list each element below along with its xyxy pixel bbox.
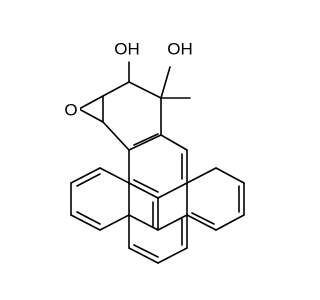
aromatic-ring-e — [128, 214, 188, 264]
aromatic-ring-b — [128, 133, 188, 199]
epoxide-oxygen-label: O — [64, 101, 77, 120]
bond-e2 — [128, 247, 159, 264]
saturated-ring — [102, 81, 162, 151]
bond-to-hydroxyl-right — [160, 66, 171, 99]
aromatic-ring-d — [70, 167, 130, 231]
bond-c5 — [186, 214, 217, 231]
bond-b1-inner — [133, 133, 159, 146]
bond-central-left — [128, 214, 159, 231]
atom-labels: OH OH O — [62, 37, 198, 120]
aromatic-ring-central — [128, 197, 188, 231]
epoxide-ring — [78, 95, 104, 123]
bond-c2 — [215, 167, 245, 184]
bond-central-right — [157, 214, 188, 231]
bond-d2 — [70, 167, 101, 184]
hydroxyl-label-top: OH — [114, 40, 140, 59]
bond-ring-top-right — [128, 81, 162, 99]
bond-c5-inner — [191, 212, 215, 225]
bond-b5-inner — [133, 179, 159, 193]
bond-epoxide-lower — [78, 108, 104, 123]
bond-c4 — [215, 214, 245, 231]
bond-b2 — [160, 134, 188, 151]
bond-b5 — [128, 182, 159, 199]
bond-e3 — [157, 247, 188, 264]
bond-c1 — [186, 167, 217, 184]
bond-ring-bottom-left — [102, 121, 130, 151]
bond-ring-top-left — [102, 81, 130, 97]
molecule-structure: OH OH O — [62, 37, 245, 264]
bond-b4 — [157, 182, 188, 199]
bond-d1 — [99, 167, 130, 184]
bond-epoxide-upper — [78, 95, 104, 110]
bond-b1 — [128, 134, 162, 151]
aromatic-ring-c — [186, 167, 245, 231]
bond-d5 — [99, 214, 130, 231]
hydroxyl-label-right: OH — [167, 40, 193, 59]
substituents — [128, 61, 191, 99]
bond-e2-inner — [133, 244, 159, 258]
bond-d2-inner — [76, 173, 101, 187]
bond-d4 — [70, 214, 101, 231]
bond-d4-inner — [76, 211, 101, 225]
